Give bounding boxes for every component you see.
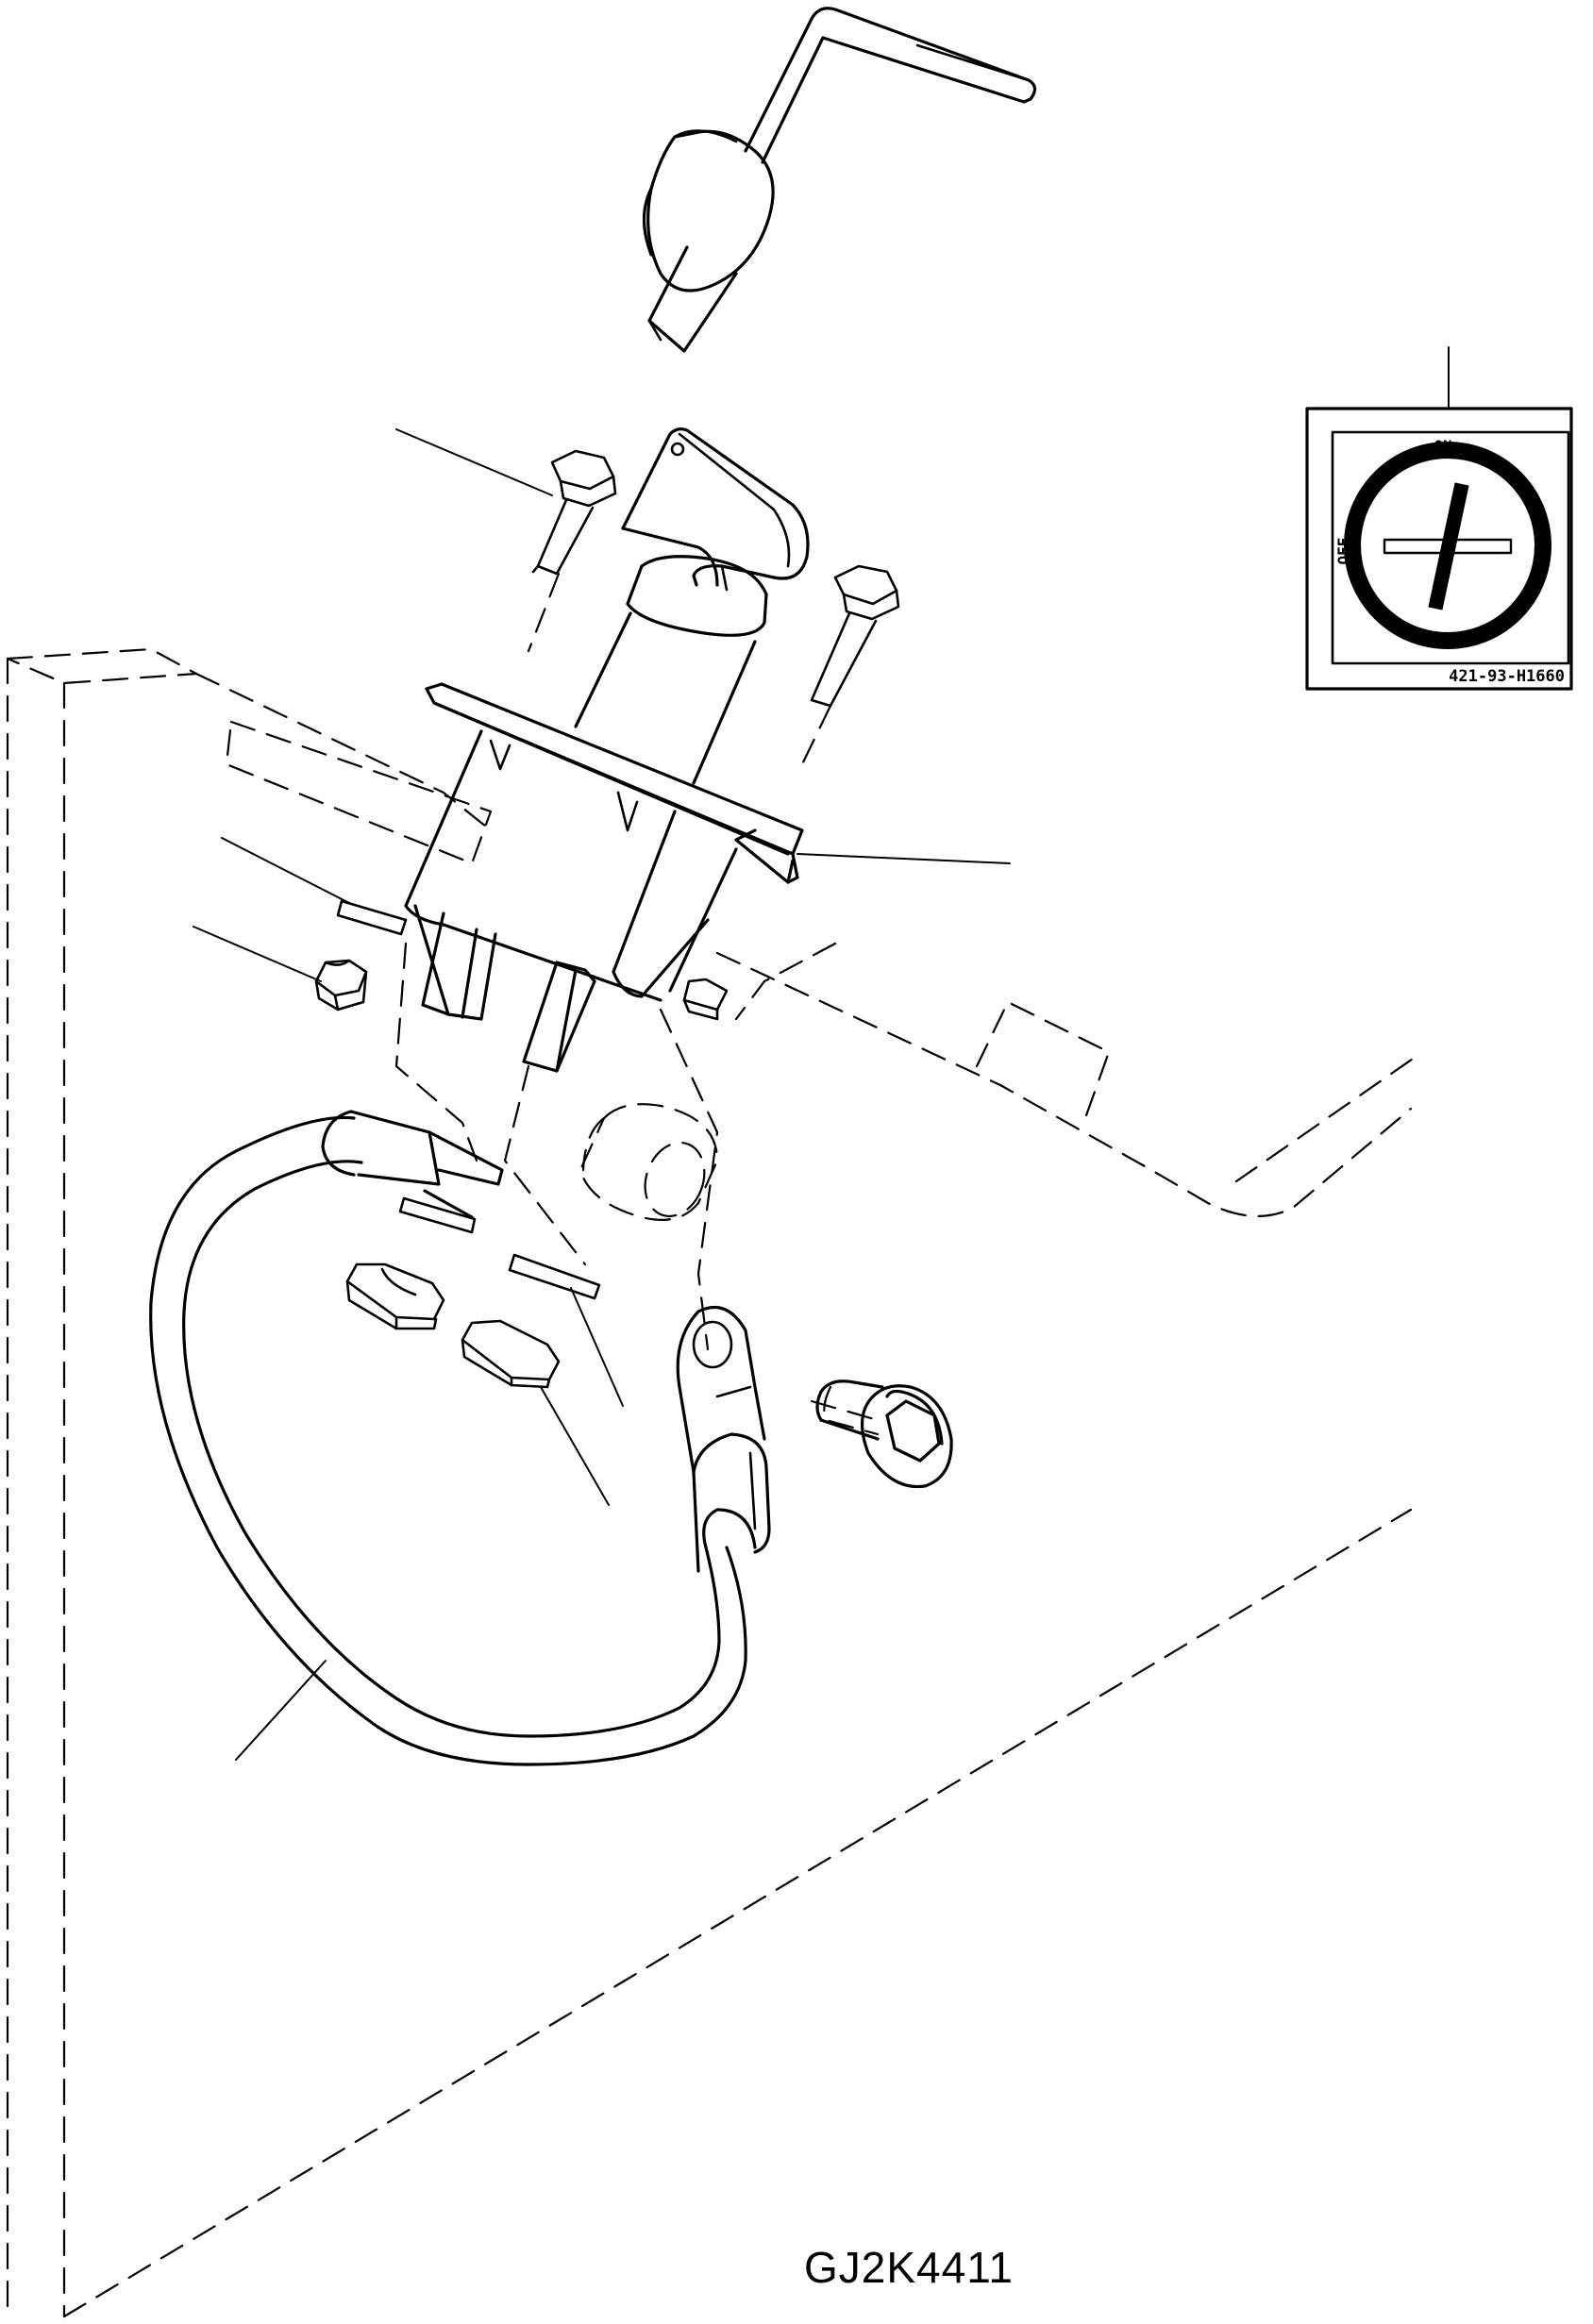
decal-on-label: ON xyxy=(1434,437,1451,455)
decal-part-number: 421-93-H1660 xyxy=(1449,667,1565,686)
battery-disconnect-switch xyxy=(404,555,804,1073)
washer-lower-b xyxy=(508,1253,601,1300)
key-part xyxy=(642,7,1037,353)
projection-lines xyxy=(394,572,880,1422)
washer-lower-a xyxy=(398,1196,477,1234)
ground-cable xyxy=(149,1110,771,1766)
bolt-upper-right xyxy=(810,564,900,708)
nut-lower-a xyxy=(345,1262,445,1330)
nut-lower-b xyxy=(461,1319,561,1389)
washer-left xyxy=(336,899,408,936)
leader-lines xyxy=(193,346,1450,1761)
drawing-code: GJ2K4411 xyxy=(804,2243,1014,2292)
bolt-lower-right xyxy=(815,1379,953,1489)
decal-off-label: OFF xyxy=(1334,538,1352,565)
decal-plate: ON OFF 421-93-H1660 xyxy=(1305,407,1573,691)
spacer xyxy=(579,1103,719,1221)
nut-left xyxy=(314,959,368,1012)
bolt-upper-left xyxy=(531,449,617,576)
mounting-panel xyxy=(6,647,1417,2318)
switch-handle xyxy=(621,427,810,592)
